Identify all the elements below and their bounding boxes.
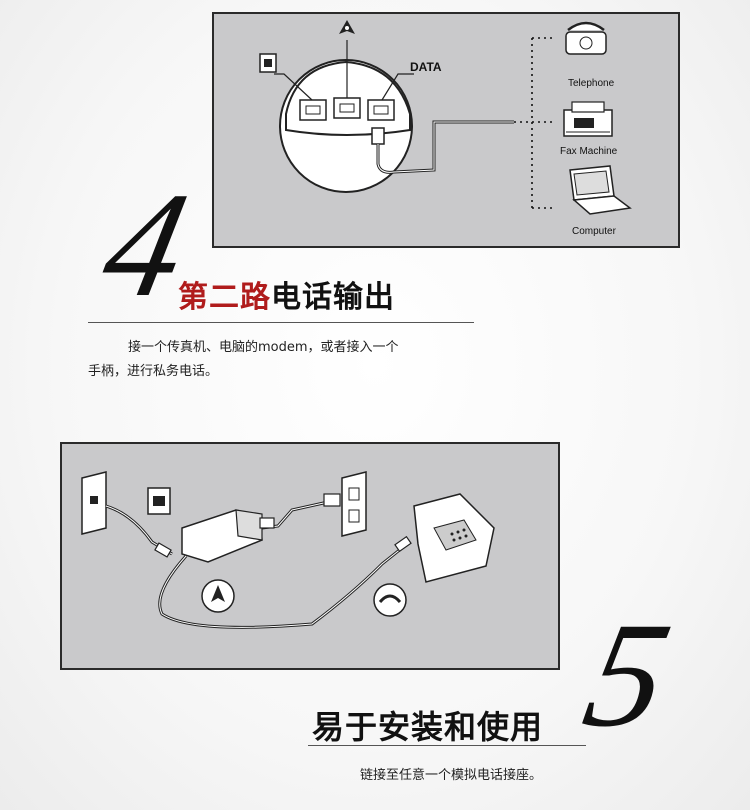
- step4-desc-line2: 手柄，进行私务电话。: [88, 364, 219, 379]
- step4-divider: [88, 322, 474, 323]
- diagram-panel-second-line: DATA Telephone Fax Machine: [212, 12, 680, 248]
- device-label-computer: Computer: [572, 226, 617, 237]
- laptop-computer-icon: [569, 165, 632, 215]
- step5-divider: [308, 745, 586, 746]
- port-center: [333, 97, 361, 119]
- wall-phone-jack: [81, 471, 107, 535]
- step4-desc-line1: 接一个传真机、电脑的modem，或者接入一个: [128, 340, 399, 355]
- fax-machine-icon: [563, 101, 613, 137]
- port-data: [367, 99, 395, 121]
- conference-phone-icon: [201, 579, 235, 613]
- step5-heading: 易于安装和使用: [312, 708, 544, 746]
- phone-jack-icon: [259, 53, 277, 73]
- handset-icon: [373, 583, 407, 617]
- installation-diagram: [81, 471, 495, 629]
- diagram-panel-installation: [60, 442, 560, 670]
- device-label-telephone: Telephone: [568, 78, 615, 89]
- port-left: [299, 99, 327, 121]
- data-label: DATA: [410, 60, 442, 74]
- phone-jack-icon: [147, 487, 171, 515]
- step4-heading: 第二路电话输出: [178, 272, 395, 316]
- step-number-five: 5: [572, 592, 683, 758]
- step4-description: 接一个传真机、电脑的modem，或者接入一个 手柄，进行私务电话。: [88, 336, 488, 384]
- wall-power-outlet: [341, 471, 367, 537]
- step4-heading-black: 电话输出: [271, 280, 395, 315]
- telephone-icon: [565, 21, 607, 55]
- device-label-fax-machine: Fax Machine: [560, 146, 618, 157]
- cable-plug: [371, 127, 385, 145]
- step4-heading-red: 第二路: [178, 280, 271, 315]
- conference-phone-unit: [413, 493, 495, 583]
- step5-description: 链接至任意一个模拟电话接座。: [360, 768, 543, 783]
- conference-phone-icon: [339, 20, 355, 34]
- power-adapter-box: [181, 509, 263, 563]
- second-line-diagram: DATA Telephone Fax Machine: [259, 20, 632, 237]
